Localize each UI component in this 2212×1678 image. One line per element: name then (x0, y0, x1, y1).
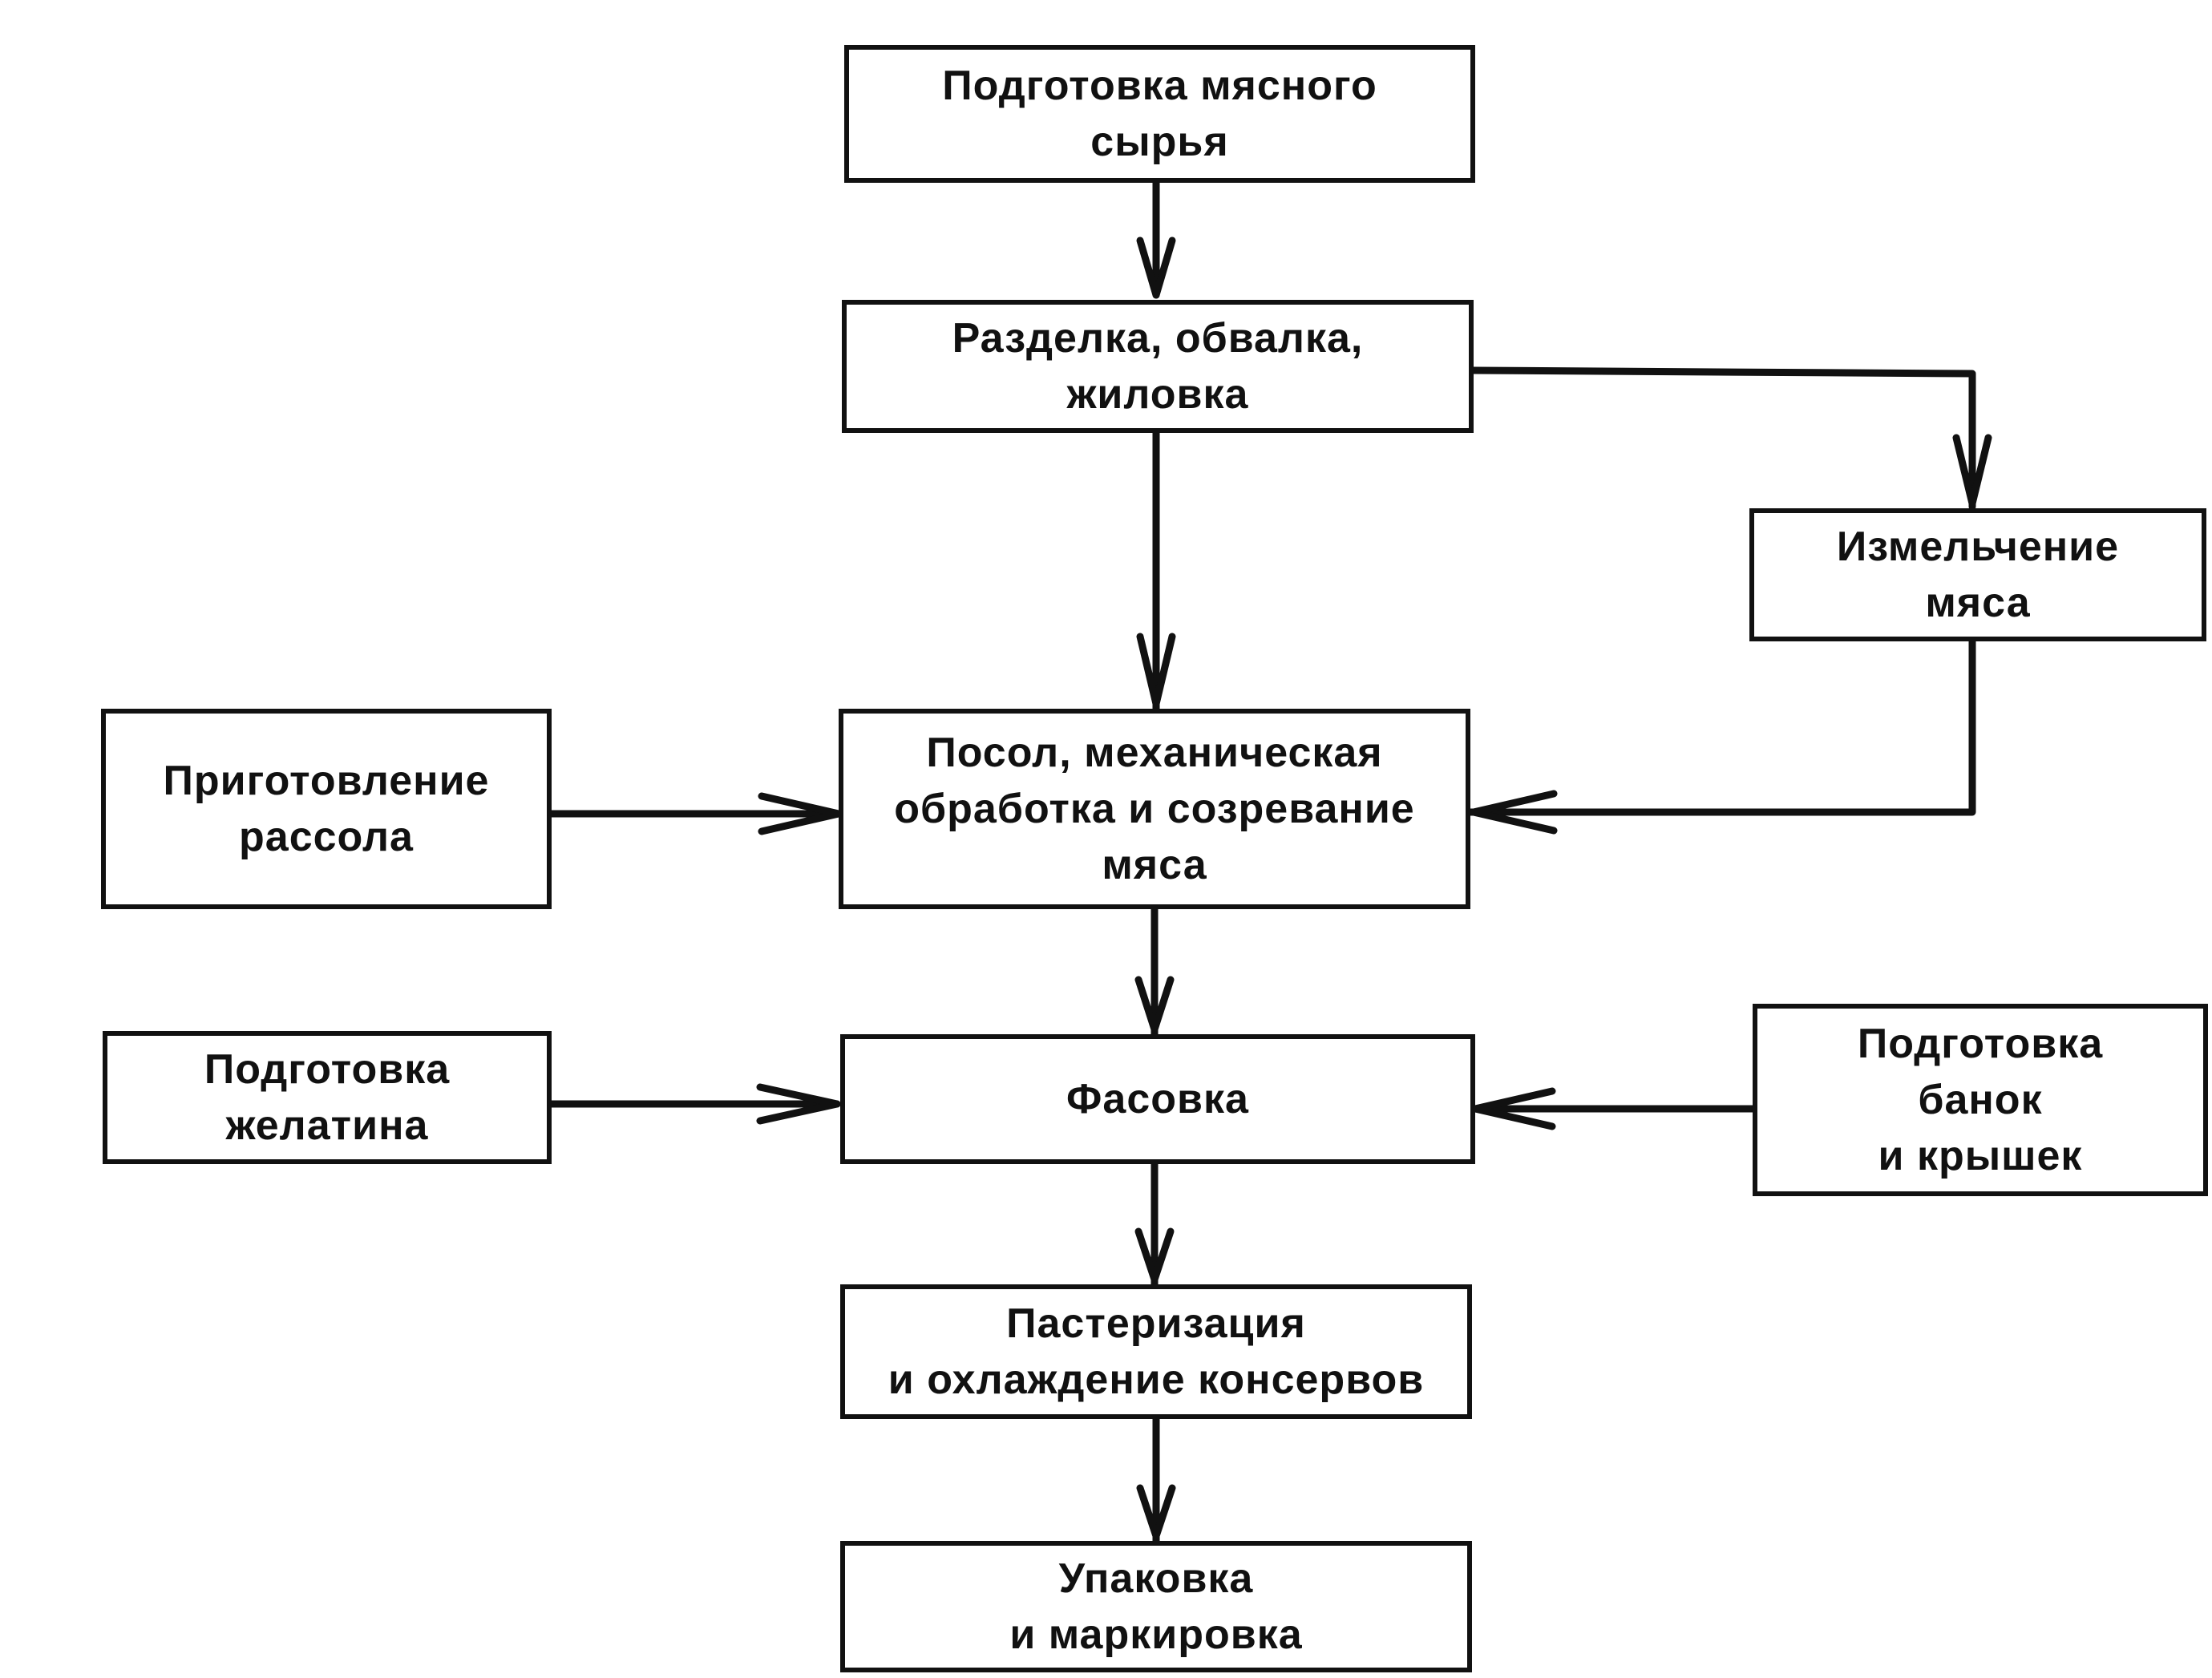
arrow-grinding-to-salting (1466, 637, 1976, 835)
node-grinding: Измельчение мяса (1749, 508, 2206, 641)
node-gelatin-label: Подготовка желатина (204, 1046, 451, 1149)
node-pasteurization: Пастеризация и охлаждение консервов (840, 1284, 1472, 1419)
node-salting: Посол, механическая обработка и созреван… (839, 709, 1470, 909)
node-salting-label: Посол, механическая обработка и созреван… (894, 730, 1415, 888)
node-prep-meat-label: Подготовка мясного сырья (942, 63, 1377, 165)
node-grinding-label: Измельчение мяса (1836, 524, 2120, 626)
arrow-cans-to-packing (1471, 1087, 1757, 1130)
arrow-cutting-to-grinding (1470, 366, 1992, 511)
arrow-pasteurization-to-labeling (1136, 1415, 1176, 1545)
node-cutting-label: Разделка, обвалка, жиловка (952, 315, 1364, 418)
node-labeling: Упаковка и маркировка (840, 1541, 1472, 1672)
node-cans-label: Подготовка банок и крышек (1857, 1021, 2104, 1179)
arrow-salting-to-packing (1134, 905, 1175, 1038)
node-gelatin: Подготовка желатина (103, 1031, 552, 1164)
node-brine: Приготовление рассола (101, 709, 552, 909)
node-brine-label: Приготовление рассола (163, 758, 490, 860)
arrow-brine-to-salting (548, 792, 843, 835)
node-pasteurization-label: Пастеризация и охлаждение консервов (888, 1300, 1425, 1403)
node-prep-meat: Подготовка мясного сырья (844, 45, 1475, 183)
arrow-cutting-to-salting (1136, 429, 1176, 713)
arrow-packing-to-pasteurization (1134, 1160, 1175, 1288)
node-cutting: Разделка, обвалка, жиловка (842, 300, 1474, 433)
arrow-gelatin-to-packing (548, 1083, 841, 1125)
node-packing: Фасовка (840, 1034, 1475, 1164)
node-cans: Подготовка банок и крышек (1753, 1004, 2208, 1196)
node-packing-label: Фасовка (1066, 1076, 1249, 1122)
node-labeling-label: Упаковка и маркировка (1009, 1555, 1303, 1658)
arrow-prep-meat-to-cutting (1136, 179, 1176, 299)
